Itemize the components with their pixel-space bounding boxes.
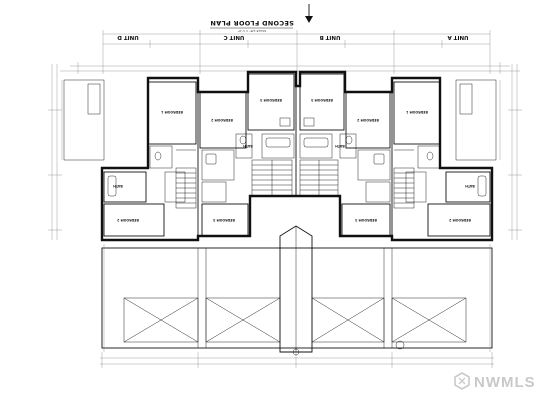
drawing-scale: SCALE 1/8" = 1'-0" [237,29,266,33]
room-label-bedroom: BEDROOM 2 [211,118,233,122]
room-label-bedroom: BEDROOM 3 [213,218,235,222]
unit-b-label: UNIT B [320,34,341,40]
room-label-bedroom: BEDROOM 1 [406,110,428,114]
unit-c-label: UNIT C [224,34,245,40]
room-label-bedroom: BEDROOM 3 [260,98,282,102]
room-label-bedroom: BEDROOM 2 [117,218,139,222]
unit-d-label: UNIT D [117,34,139,40]
room-label-bedroom: BEDROOM 2 [357,118,379,122]
interior-walls [103,73,491,237]
unit-a-label: UNIT A [447,34,469,40]
lower-roof-outline [101,225,493,353]
room-label-bedroom: BEDROOM 2 [449,218,471,222]
bath-fixtures [107,117,487,197]
room-label-bath: BATH [243,144,253,148]
north-arrow [305,4,313,23]
building-outline [100,70,494,242]
room-label-bedroom: BEDROOM 3 [355,218,377,222]
drawing-title: SECOND FLOOR PLAN [210,19,294,27]
room-labels: BEDROOM 1 BEDROOM 2 BEDROOM 3 BEDROOM 3 … [113,98,475,222]
room-label-bath: BATH [335,144,345,148]
bottom-dimensions [100,244,494,368]
room-label-bath: BATH [465,184,475,188]
exterior-decks [63,79,497,161]
room-label-bath: BATH [113,184,123,188]
stairs [175,159,415,209]
side-dimensions [48,64,522,240]
nwmls-watermark: NWMLS [454,372,536,391]
room-label-bedroom: BEDROOM 1 [161,110,183,114]
garage-roof-areas [123,297,467,343]
room-label-bedroom: BEDROOM 3 [311,98,333,102]
watermark-text: NWMLS [474,374,536,391]
